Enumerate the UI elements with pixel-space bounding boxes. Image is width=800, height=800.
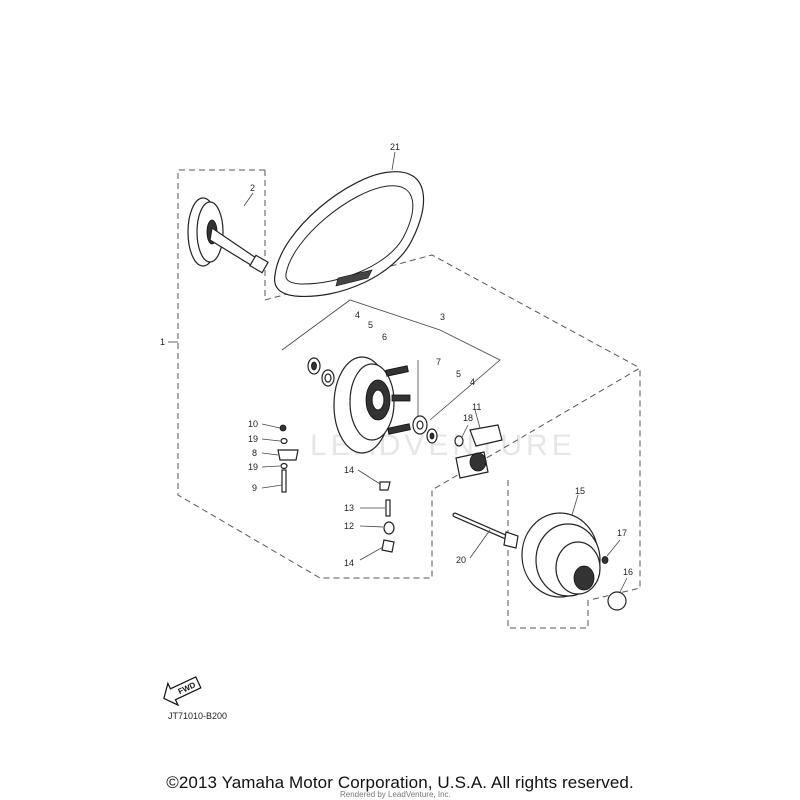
callout-6: 6 xyxy=(382,332,387,342)
callout-3: 3 xyxy=(440,312,445,322)
fwd-arrow-icon: FWD xyxy=(163,676,202,707)
part-10-nut xyxy=(279,424,287,432)
part-20-bolt xyxy=(452,512,519,549)
part-4-ring-left xyxy=(307,357,321,375)
callout-8: 8 xyxy=(252,448,257,458)
callout-12: 12 xyxy=(344,521,354,531)
diagram-code: JT71010-B200 xyxy=(168,711,227,721)
part-2-fixed-sheave xyxy=(187,197,269,274)
part-21-drive-belt xyxy=(273,171,425,298)
callout-10: 10 xyxy=(248,419,258,429)
part-18-washer xyxy=(454,435,464,447)
callout-7: 7 xyxy=(436,357,441,367)
callout-9: 9 xyxy=(252,483,257,493)
part-12-roller xyxy=(383,521,395,535)
callout-19-lower: 19 xyxy=(248,462,258,472)
callout-15: 15 xyxy=(575,486,585,496)
part-14-slider-upper xyxy=(379,481,391,491)
callout-4-left: 4 xyxy=(355,310,360,320)
assembly-boundary-1 xyxy=(177,169,641,601)
callout-14-lower: 14 xyxy=(344,558,354,568)
callout-16: 16 xyxy=(623,567,633,577)
part-16-cap xyxy=(607,591,627,611)
part-9-pin xyxy=(281,469,287,493)
assembly-boundary-2 xyxy=(507,480,589,629)
part-13-pin xyxy=(385,499,391,517)
part-15-secondary-sheave xyxy=(521,512,601,598)
callout-20: 20 xyxy=(456,555,466,565)
callout-5-left: 5 xyxy=(368,320,373,330)
callout-13: 13 xyxy=(344,503,354,513)
part-8-weight-arm xyxy=(277,449,299,461)
part-3-sliding-sheave xyxy=(333,356,411,454)
callout-21: 21 xyxy=(390,142,400,152)
part-4-ring-right xyxy=(426,428,438,444)
callout-14-upper: 14 xyxy=(344,465,354,475)
part-5-bushing-right xyxy=(412,415,428,435)
callout-18: 18 xyxy=(463,413,473,423)
callout-5-right: 5 xyxy=(456,369,461,379)
part-19-washer-lower xyxy=(280,462,288,470)
callout-17: 17 xyxy=(617,528,627,538)
part-5-bushing-left xyxy=(321,369,335,387)
part-17-nut xyxy=(601,556,609,564)
callout-2: 2 xyxy=(250,183,255,193)
part-19-washer-upper xyxy=(280,437,288,445)
part-14-slider-lower xyxy=(381,539,395,553)
callout-4-right: 4 xyxy=(470,377,475,387)
callout-1: 1 xyxy=(160,337,165,347)
rendered-by-notice: Rendered by LeadVenture, Inc. xyxy=(340,790,451,799)
callout-11: 11 xyxy=(472,402,481,412)
copyright-notice: ©2013 Yamaha Motor Corporation, U.S.A. A… xyxy=(166,773,634,792)
part-11-spider xyxy=(455,424,503,479)
callout-19-upper: 19 xyxy=(248,434,258,444)
